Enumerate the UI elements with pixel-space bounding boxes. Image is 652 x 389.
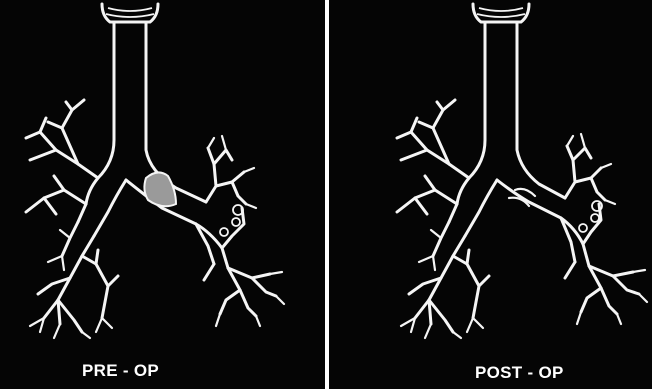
- bronchus-cross-section: [579, 224, 587, 232]
- post-op-panel: POST - OP: [329, 0, 652, 389]
- left-bronchial-tree: [196, 136, 284, 326]
- trachea-cartilage: [102, 4, 158, 22]
- trachea: [457, 22, 565, 204]
- bronchus-cross-section: [232, 218, 240, 226]
- pre-op-label: PRE - OP: [82, 361, 159, 381]
- post-op-label: POST - OP: [475, 363, 564, 383]
- bronchus-cross-section: [591, 214, 599, 222]
- bronchus-cross-section: [220, 228, 228, 236]
- pre-op-airway-diagram: [0, 0, 327, 389]
- post-op-airway-diagram: [329, 0, 652, 389]
- pre-op-panel: PRE - OP: [0, 0, 327, 389]
- trachea: [86, 22, 206, 204]
- bronchial-stenosis-shading: [144, 172, 176, 206]
- trachea-cartilage: [473, 4, 529, 22]
